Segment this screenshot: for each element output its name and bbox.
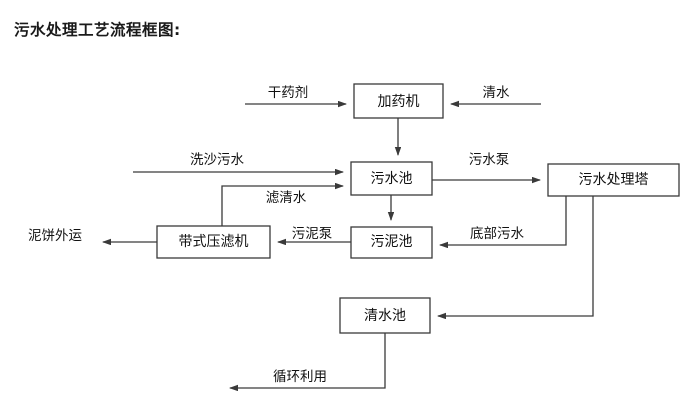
edge-label-sewage-pump: 污水泵 — [469, 152, 510, 168]
edge-label-filtrate: 滤清水 — [266, 190, 307, 206]
node-treatment-tower[interactable]: 污水处理塔 — [547, 163, 680, 197]
node-label-sewage-pool: 污水池 — [371, 171, 413, 187]
node-belt-filter-press[interactable]: 带式压滤机 — [156, 225, 271, 259]
node-sewage-pool[interactable]: 污水池 — [350, 161, 433, 196]
edge-label-bottom-sewage: 底部污水 — [470, 226, 524, 242]
edge-label-dry-agent: 干药剂 — [268, 85, 309, 101]
node-sludge-pool[interactable]: 污泥池 — [350, 226, 433, 259]
node-label-dosing: 加药机 — [378, 94, 420, 110]
page-title: 污水处理工艺流程框图: — [14, 21, 181, 39]
edge-tower-to-clean — [437, 196, 594, 320]
edge-label-recycle: 循环利用 — [273, 369, 327, 385]
node-dosing[interactable]: 加药机 — [353, 83, 444, 119]
node-label-clean-water-pool: 清水池 — [364, 308, 406, 324]
node-clean-water-pool[interactable]: 清水池 — [339, 297, 431, 334]
edge-label-clear-water: 清水 — [483, 85, 510, 101]
edge-filtrate-to-sewage — [221, 182, 344, 226]
edge-tower-to-sludge — [439, 196, 567, 249]
edge-label-cake-out: 泥饼外运 — [28, 228, 82, 244]
edge-clean-to-recycle — [229, 333, 386, 392]
node-label-treatment-tower: 污水处理塔 — [579, 172, 649, 188]
edge-label-sludge-pump: 污泥泵 — [292, 226, 333, 242]
edge-label-sand-wash: 洗沙污水 — [190, 152, 244, 168]
node-label-sludge-pool: 污泥池 — [371, 234, 413, 250]
node-label-belt-filter-press: 带式压滤机 — [179, 234, 249, 250]
